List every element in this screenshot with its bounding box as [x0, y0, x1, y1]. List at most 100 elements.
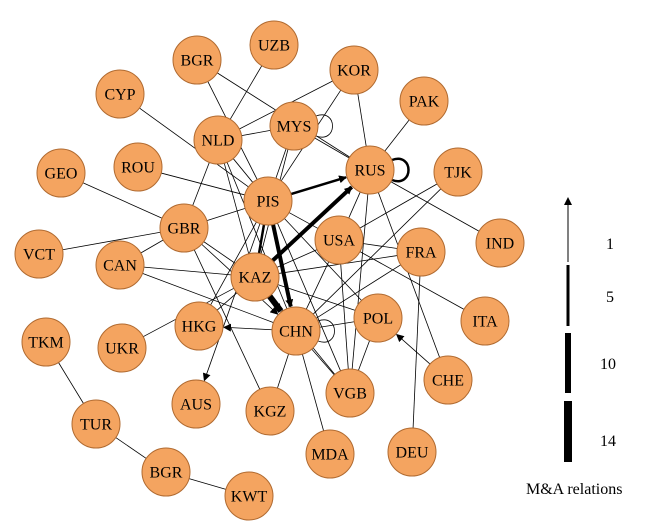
self-loop-rus: [391, 157, 410, 183]
node-circle: [396, 227, 446, 277]
node-circle: [269, 101, 319, 151]
node-circle: [423, 355, 473, 405]
self-loop-mys: [315, 114, 333, 138]
node-geo: GEO: [36, 148, 86, 198]
node-circle: [345, 145, 395, 195]
node-circle: [113, 142, 163, 192]
node-label: VGB: [333, 386, 367, 403]
edge-rus-usa: [348, 191, 361, 219]
node-ita: ITA: [460, 296, 510, 346]
edge-mys-pis: [275, 148, 287, 179]
edge-gbr-vct: [62, 231, 161, 251]
edge-gbr-kaz: [203, 241, 236, 264]
node-uzb: UZB: [249, 20, 299, 70]
edge-pis-vgb: [277, 222, 341, 372]
node-circle: [245, 386, 295, 436]
node-circle: [224, 471, 274, 521]
edge-fra-kaz: [278, 255, 398, 274]
node-label: AUS: [180, 397, 212, 414]
node-label: KAZ: [239, 270, 272, 287]
node-hkg: HKG: [174, 301, 224, 351]
node-tur: TUR: [71, 399, 121, 449]
node-cyp: CYP: [95, 69, 145, 119]
node-kor: KOR: [329, 45, 379, 95]
node-label: CHN: [279, 324, 313, 341]
node-nld: NLD: [193, 115, 243, 165]
node-label: ITA: [472, 314, 498, 331]
edge-pis-hkg: [210, 221, 257, 306]
edge-chn-hkg: [222, 323, 273, 332]
legend-label-10: 10: [600, 356, 616, 373]
node-ind: IND: [475, 218, 525, 268]
edge-pol-chn: [319, 321, 355, 328]
node-bgr2: BGR: [141, 447, 191, 497]
node-circle: [460, 296, 510, 346]
node-gbr: GBR: [159, 203, 209, 253]
node-deu: DEU: [387, 427, 437, 477]
node-label: TUR: [80, 417, 112, 434]
node-tjk: TJK: [433, 147, 483, 197]
legend-title: M&A relations: [526, 481, 622, 498]
edge-pol-vgb: [358, 340, 370, 371]
node-can: CAN: [95, 240, 145, 290]
node-circle: [475, 218, 525, 268]
edge-fra-chn: [316, 264, 401, 319]
node-label: PAK: [409, 94, 440, 111]
node-label: VCT: [23, 247, 55, 264]
edge-pis-kaz: [257, 224, 266, 254]
node-label: POL: [363, 311, 393, 328]
node-label: RUS: [354, 163, 385, 180]
edge-kaz-hkg: [216, 292, 238, 311]
node-circle: [271, 306, 321, 356]
edge-pis-rus: [290, 175, 348, 196]
edge-chn-kgz: [277, 353, 289, 389]
node-circle: [433, 147, 483, 197]
legend-label-14: 14: [600, 433, 616, 450]
node-label: UKR: [105, 341, 139, 358]
node-label: GEO: [45, 166, 78, 183]
node-circle: [172, 35, 222, 85]
edge-kaz-chn: [267, 294, 284, 313]
node-chn: CHN: [271, 306, 321, 356]
node-label: UZB: [258, 38, 290, 55]
node-fra: FRA: [396, 227, 446, 277]
node-vct: VCT: [14, 229, 64, 279]
node-bgr1: BGR: [172, 35, 222, 85]
edge-pis-gbr: [206, 207, 246, 222]
node-label: MYS: [277, 119, 312, 136]
edge-che-pol: [395, 333, 431, 365]
edge-bgr2-kwt: [188, 478, 227, 490]
node-circle: [305, 429, 355, 479]
node-label: TJK: [444, 165, 472, 182]
node-pis: PIS: [243, 176, 293, 226]
edge-usa-ita: [359, 251, 465, 310]
node-label: KGZ: [254, 404, 287, 421]
node-label: HKG: [182, 319, 217, 336]
edge-rou-pis: [161, 172, 245, 196]
node-label: TKM: [28, 335, 64, 352]
node-ukr: UKR: [97, 323, 147, 373]
node-label: CYP: [104, 87, 135, 104]
node-circle: [249, 20, 299, 70]
self-loop-chn: [317, 319, 335, 343]
node-circle: [159, 203, 209, 253]
node-tkm: TKM: [21, 317, 71, 367]
node-label: IND: [486, 236, 514, 253]
node-label: DEU: [396, 445, 429, 462]
edge-tjk-chn: [312, 188, 442, 315]
node-label: KOR: [337, 63, 371, 80]
node-label: MDA: [311, 447, 349, 464]
node-circle: [193, 115, 243, 165]
node-label: CHE: [432, 373, 464, 390]
edge-rus-che: [377, 192, 441, 358]
edge-mys-rus: [314, 137, 350, 159]
node-pol: POL: [353, 293, 403, 343]
node-mys: MYS: [269, 101, 319, 151]
node-pak: PAK: [399, 76, 449, 126]
node-vgb: VGB: [325, 368, 375, 418]
edge-geo-gbr: [82, 182, 163, 219]
node-circle: [95, 240, 145, 290]
edge-nld-pis: [232, 158, 254, 183]
